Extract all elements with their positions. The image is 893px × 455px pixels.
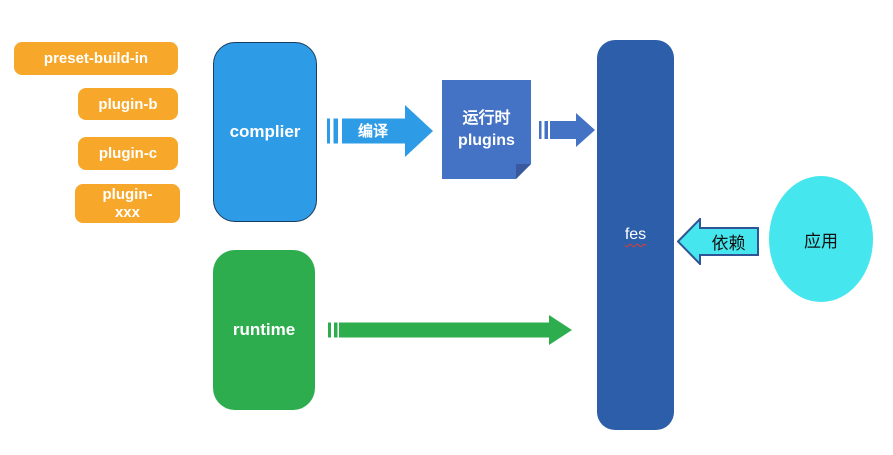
plugin-pill-plugin-c: plugin-c (78, 137, 178, 170)
runtime-plugins-label: 运行时 plugins (458, 109, 515, 149)
depend-arrow-shape (677, 218, 759, 265)
fes-label: fes (624, 226, 647, 243)
runtime-plugins-node: 运行时 plugins (442, 80, 531, 179)
plugin-pill-preset-build-in: preset-build-in (14, 42, 178, 75)
compile-arrow-label: 编译 (357, 123, 388, 140)
compile-arrow-shape (327, 105, 433, 157)
runtime-label: runtime (232, 320, 296, 339)
app-node: 应用 (769, 176, 873, 302)
plugin-pill-plugin-b: plugin-b (78, 88, 178, 120)
fes-node: fes (597, 40, 674, 430)
complier-label: complier (229, 122, 301, 141)
plugins-to-fes-arrow (539, 113, 595, 147)
runtime-to-fes-arrow-shape (328, 315, 572, 345)
compile-arrow (327, 105, 433, 157)
plugin-pill-label: preset-build-in (43, 50, 149, 67)
depend-arrow-label: 依赖 (711, 234, 746, 253)
plugin-pill-label: plugin-b (98, 95, 158, 113)
plugin-pill-label: plugin-c (98, 145, 158, 162)
complier-node: complier (213, 42, 317, 222)
runtime-node: runtime (213, 250, 315, 410)
plugin-pill-label: plugin- xxx (102, 186, 153, 221)
folded-corner-icon (516, 164, 531, 179)
app-label: 应用 (804, 231, 838, 251)
runtime-to-fes-arrow (328, 315, 572, 345)
plugins-to-fes-arrow-shape (539, 113, 595, 147)
depend-arrow (677, 218, 759, 265)
plugin-pill-plugin-xxx: plugin- xxx (75, 184, 180, 223)
